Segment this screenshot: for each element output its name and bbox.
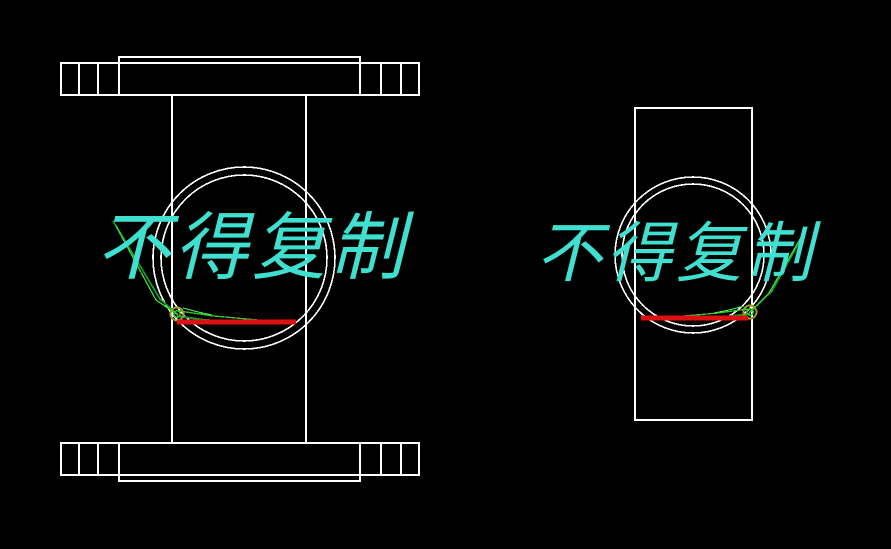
- right-detail-green-short-tick: [713, 305, 745, 314]
- left-inner-circle: [160, 174, 328, 342]
- bottom-flange-raised-step: [118, 475, 361, 482]
- right-detail-node-outer-circle[interactable]: [742, 304, 758, 320]
- left-view-group[interactable]: [60, 56, 420, 482]
- right-detail-green-arc: [748, 233, 804, 314]
- top-flange-outer-rect: [60, 62, 420, 96]
- right-body-rect: [634, 107, 753, 421]
- right-inner-circle: [621, 183, 765, 327]
- right-outer-circle: [614, 176, 772, 334]
- right-view-group[interactable]: [614, 107, 807, 421]
- left-detail-green-upper-line: [112, 220, 178, 315]
- right-detail-node-inner-circle: [746, 308, 754, 316]
- top-flange-raised-step: [118, 56, 361, 63]
- left-detail-node-inner-circle: [173, 310, 181, 318]
- left-detail-green-short-tick: [182, 307, 213, 316]
- bottom-flange-outer-rect: [60, 442, 420, 476]
- left-outer-circle: [152, 166, 336, 350]
